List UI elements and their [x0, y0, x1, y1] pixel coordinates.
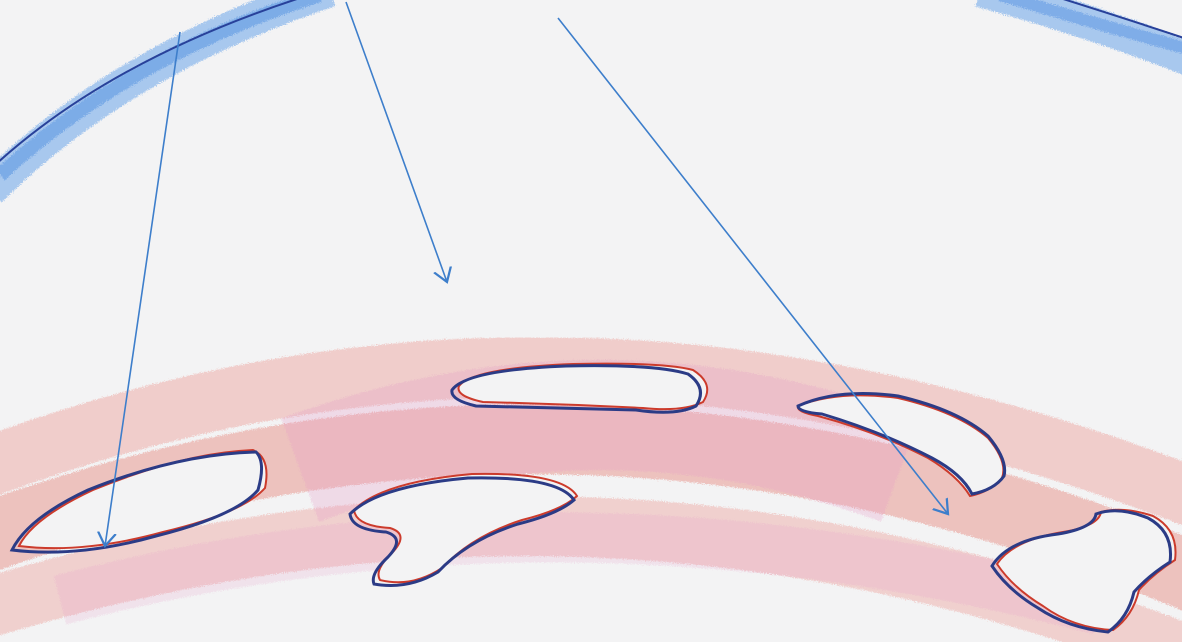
arrow-2: [346, 2, 447, 282]
blue-arc: [0, 0, 1182, 190]
